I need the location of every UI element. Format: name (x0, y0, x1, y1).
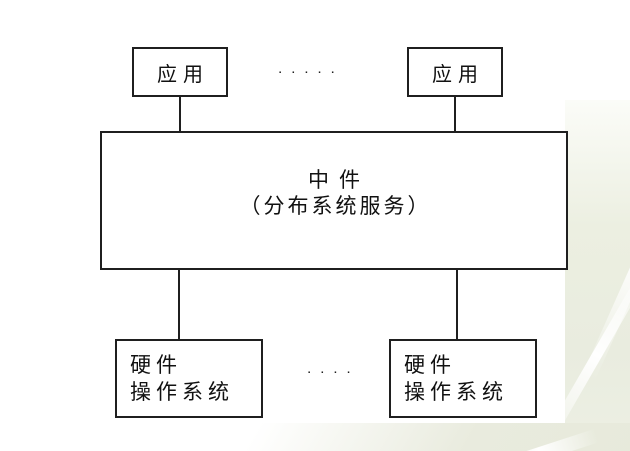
hardware-label: 硬件 (130, 353, 182, 377)
background-streak (535, 252, 630, 451)
connector-line-bottom-left (178, 268, 180, 341)
background-streak (480, 428, 600, 451)
background-streak (581, 138, 630, 382)
middleware-box-subtitle: （分布系统服务） (239, 194, 432, 218)
application-box-right: 应用 (407, 47, 503, 97)
middleware-box: 中件 （分布系统服务） (100, 131, 568, 270)
hardware-os-box-right: 硬件 操作系统 (389, 339, 537, 418)
application-box-left: 应用 (132, 47, 228, 97)
operating-system-label: 操作系统 (404, 380, 508, 404)
ellipsis-dots-top: ▪▪▪▪▪ (279, 70, 345, 76)
operating-system-label: 操作系统 (130, 380, 234, 404)
hardware-os-box-left: 硬件 操作系统 (115, 339, 263, 418)
connector-line-bottom-right (456, 268, 458, 341)
background-accent-right (565, 100, 630, 451)
hardware-label: 硬件 (404, 353, 456, 377)
background-accent-bottom (240, 423, 630, 451)
ellipsis-dots-bottom: ▪▪▪▪ (308, 370, 361, 376)
application-box-right-label: 应用 (432, 63, 484, 86)
application-box-left-label: 应用 (157, 63, 209, 86)
middleware-box-title: 中件 (308, 168, 370, 192)
connector-line-top-left (179, 96, 181, 133)
connector-line-top-right (454, 96, 456, 133)
